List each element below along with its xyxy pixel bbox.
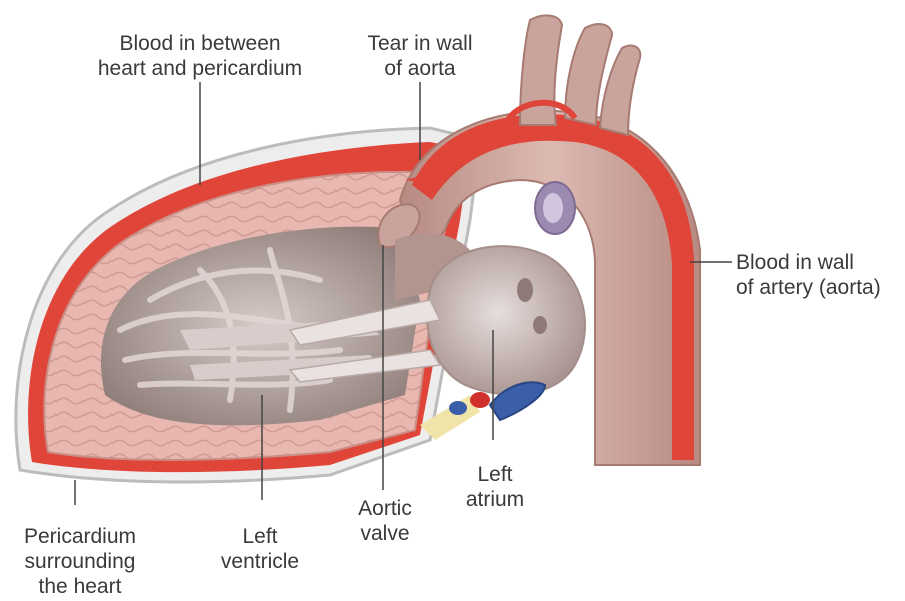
left-atrium-chamber [427,246,585,394]
label-tear: Tear in wall of aorta [350,31,490,81]
label-left-atrium: Left atrium [455,462,535,512]
label-aortic-valve: Aortic valve [345,496,425,546]
label-blood-between: Blood in between heart and pericardium [95,31,305,81]
label-pericardium: Pericardium surrounding the heart [10,524,150,599]
branch-arteries [520,15,640,135]
label-blood-wall: Blood in wall of artery (aorta) [736,250,901,300]
label-left-ventricle: Left ventricle [210,524,310,574]
